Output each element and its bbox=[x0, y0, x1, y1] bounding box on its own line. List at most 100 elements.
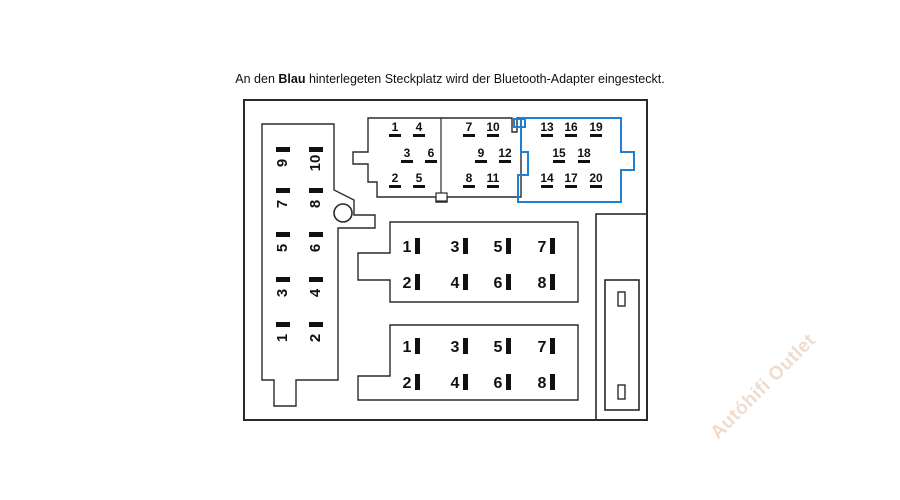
top-pin-marker bbox=[590, 185, 602, 188]
left-pin-label: 3 bbox=[274, 289, 291, 297]
left-pin-marker bbox=[309, 322, 323, 327]
power-pin-label: 6 bbox=[494, 275, 503, 292]
speaker-pin-label: 8 bbox=[538, 375, 547, 392]
power-pin-label: 7 bbox=[538, 239, 547, 256]
power-pin-label: 8 bbox=[538, 275, 547, 292]
speaker-pin-marker bbox=[463, 338, 468, 354]
left-pin-marker bbox=[309, 232, 323, 237]
top-pin-marker bbox=[541, 134, 553, 137]
speaker-pin-label: 1 bbox=[403, 339, 412, 356]
power-pin-marker bbox=[463, 274, 468, 290]
power-pin-label: 1 bbox=[403, 239, 412, 256]
top-middle-group-pin-label: 11 bbox=[487, 171, 500, 185]
left-pin-label: 4 bbox=[307, 288, 324, 297]
top-pin-marker bbox=[463, 134, 475, 137]
top-middle-group-pin-label: 8 bbox=[466, 171, 473, 185]
top-left-group-pin-label: 4 bbox=[416, 120, 423, 134]
speaker-pin-label: 5 bbox=[494, 339, 503, 356]
top-pin-marker bbox=[553, 160, 565, 163]
speaker-pin-marker bbox=[506, 338, 511, 354]
left-pin-marker bbox=[276, 322, 290, 327]
bluetooth-slot-latch bbox=[513, 118, 526, 128]
caption-after: hinterlegeten Steckplatz wird der Blueto… bbox=[305, 72, 665, 86]
top-pin-marker bbox=[413, 134, 425, 137]
top-left-group-pin-label: 6 bbox=[428, 146, 435, 160]
power-pin-marker bbox=[415, 238, 420, 254]
right-module bbox=[595, 213, 648, 421]
left-pin-marker bbox=[309, 147, 323, 152]
power-pin-marker bbox=[550, 274, 555, 290]
right-module-contact-top bbox=[617, 291, 626, 307]
top-connector-latch bbox=[435, 192, 448, 202]
top-pin-marker bbox=[401, 160, 413, 163]
power-pin-marker bbox=[506, 238, 511, 254]
top-pin-marker bbox=[389, 134, 401, 137]
top-pin-marker bbox=[487, 134, 499, 137]
top-bluetooth-group-pin-label: 18 bbox=[577, 146, 591, 160]
power-pin-label: 5 bbox=[494, 239, 503, 256]
top-left-group-pin-label: 2 bbox=[392, 171, 399, 185]
top-left-group-pin-label: 5 bbox=[416, 171, 423, 185]
left-pin-marker bbox=[309, 277, 323, 282]
top-bluetooth-group-pin-label: 19 bbox=[589, 120, 603, 134]
power-pin-label: 4 bbox=[451, 275, 460, 292]
top-pin-marker bbox=[565, 134, 577, 137]
power-pin-label: 2 bbox=[403, 275, 412, 292]
key-circle bbox=[333, 203, 353, 223]
top-middle-group-pin-label: 10 bbox=[486, 120, 500, 134]
speaker-pin-label: 6 bbox=[494, 375, 503, 392]
caption-before: An den bbox=[235, 72, 279, 86]
left-block bbox=[261, 123, 376, 407]
left-pin-label: 5 bbox=[274, 244, 291, 252]
left-pin-label: 8 bbox=[307, 200, 324, 208]
top-left-group-pin-label: 1 bbox=[392, 120, 399, 134]
speaker-pin-label: 4 bbox=[451, 375, 460, 392]
speaker-pin-label: 2 bbox=[403, 375, 412, 392]
top-bluetooth-group-pin-label: 14 bbox=[540, 171, 554, 185]
top-pin-marker bbox=[425, 160, 437, 163]
top-connector bbox=[352, 117, 522, 203]
left-pin-label: 2 bbox=[307, 334, 324, 342]
top-pin-marker bbox=[499, 160, 511, 163]
top-pin-marker bbox=[578, 160, 590, 163]
left-pin-label: 10 bbox=[307, 155, 324, 172]
right-module-slot bbox=[604, 279, 640, 411]
top-bluetooth-group-pin-label: 15 bbox=[552, 146, 566, 160]
speaker-pin-label: 3 bbox=[451, 339, 460, 356]
power-pin-marker bbox=[506, 274, 511, 290]
caption: An den Blau hinterlegeten Steckplatz wir… bbox=[0, 72, 900, 86]
speaker-pin-marker bbox=[550, 338, 555, 354]
top-pin-marker bbox=[487, 185, 499, 188]
top-bluetooth-group-pin-label: 16 bbox=[564, 120, 578, 134]
speaker-pin-marker bbox=[550, 374, 555, 390]
left-pin-label: 1 bbox=[274, 334, 291, 342]
top-pin-marker bbox=[413, 185, 425, 188]
top-bluetooth-group-pin-label: 13 bbox=[540, 120, 554, 134]
top-bluetooth-group-pin-label: 20 bbox=[589, 171, 603, 185]
top-bluetooth-group-pin-label: 17 bbox=[564, 171, 578, 185]
top-middle-group-pin-label: 12 bbox=[498, 146, 512, 160]
watermark: Autóhifi Outlet bbox=[707, 330, 821, 444]
speaker-pin-label: 7 bbox=[538, 339, 547, 356]
power-pin-marker bbox=[463, 238, 468, 254]
left-pin-label: 6 bbox=[307, 244, 324, 252]
left-pin-marker bbox=[276, 277, 290, 282]
top-pin-marker bbox=[565, 185, 577, 188]
right-module-contact-bottom bbox=[617, 384, 626, 400]
top-pin-marker bbox=[541, 185, 553, 188]
caption-bold: Blau bbox=[278, 72, 306, 86]
speaker-pin-marker bbox=[415, 338, 420, 354]
speaker-pin-marker bbox=[506, 374, 511, 390]
left-pin-label: 9 bbox=[274, 159, 291, 167]
left-pin-marker bbox=[309, 188, 323, 193]
speaker-pin-marker bbox=[415, 374, 420, 390]
top-pin-marker bbox=[389, 185, 401, 188]
power-pin-label: 3 bbox=[451, 239, 460, 256]
top-middle-group-pin-label: 9 bbox=[478, 146, 485, 160]
left-pin-marker bbox=[276, 147, 290, 152]
speaker-connector bbox=[357, 324, 579, 401]
left-pin-marker bbox=[276, 232, 290, 237]
top-pin-marker bbox=[475, 160, 487, 163]
